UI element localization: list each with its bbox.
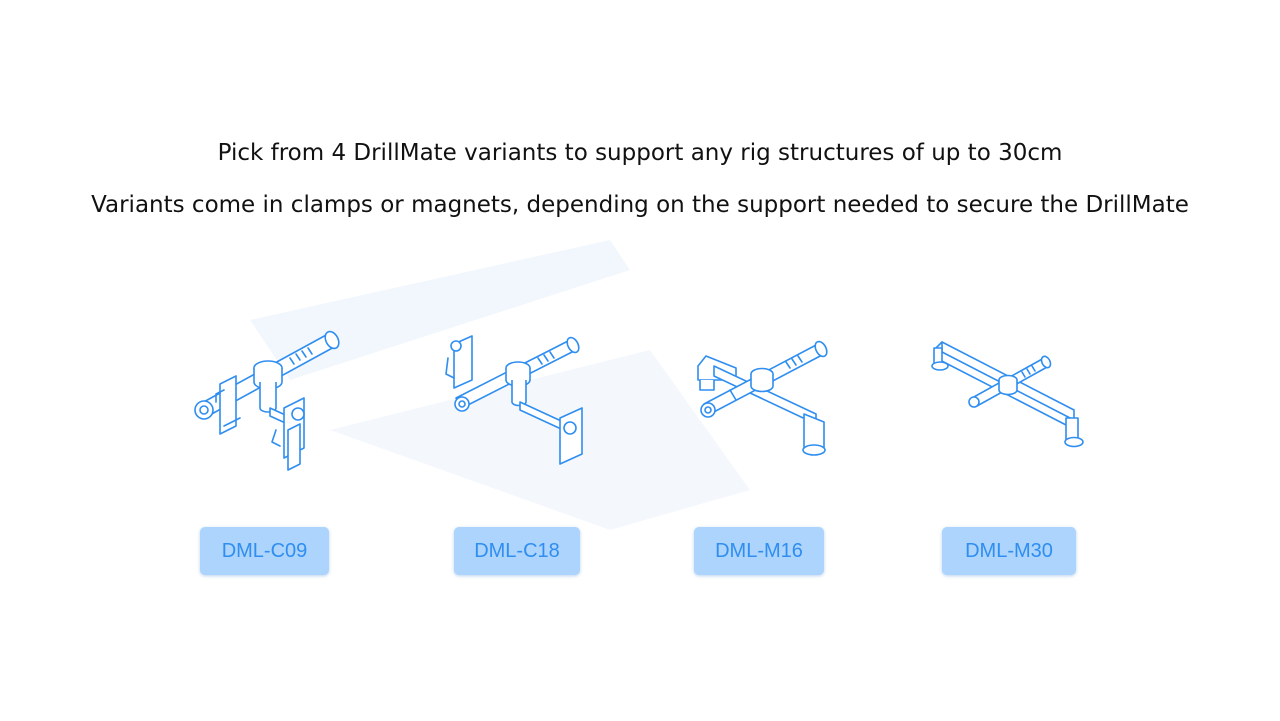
variant-button-m16[interactable]: DML-M16 bbox=[694, 527, 824, 575]
variant-card-c18: DML-C18 bbox=[434, 318, 654, 588]
drillmate-c18-illustration bbox=[445, 335, 583, 465]
drillmate-c09-illustration bbox=[194, 330, 340, 471]
variant-card-m30: DML-M30 bbox=[922, 318, 1142, 588]
subheadline-mounting: Variants come in clamps or magnets, depe… bbox=[91, 192, 1189, 218]
variant-card-m16: DML-M16 bbox=[674, 318, 894, 588]
variant-card-c09: DML-C09 bbox=[180, 318, 400, 588]
drillmate-m30-illustration bbox=[931, 341, 1084, 448]
variant-button-c09[interactable]: DML-C09 bbox=[200, 527, 329, 575]
variant-button-m30[interactable]: DML-M30 bbox=[942, 527, 1076, 575]
headline-variants: Pick from 4 DrillMate variants to suppor… bbox=[217, 140, 1063, 166]
variant-button-c18[interactable]: DML-C18 bbox=[454, 527, 580, 575]
drillmate-m16-illustration bbox=[697, 340, 828, 456]
